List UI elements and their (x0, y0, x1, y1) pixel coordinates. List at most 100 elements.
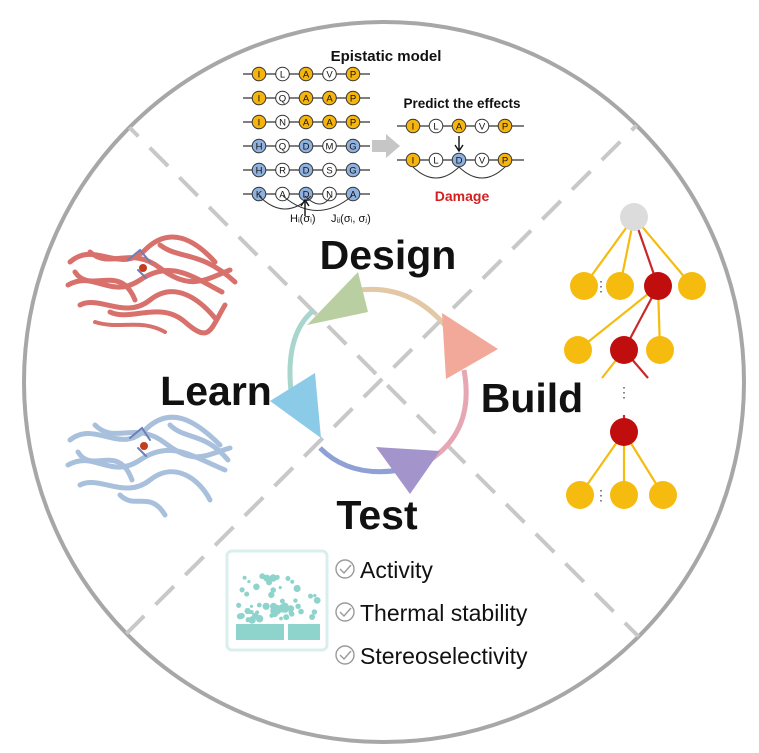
tree-edge (583, 216, 635, 287)
mutation-arrow (454, 136, 464, 153)
check-icon (335, 602, 355, 622)
plate-dot (268, 591, 275, 599)
plate-dot (289, 611, 295, 617)
tree-node (606, 272, 634, 300)
tree-edge (633, 216, 693, 287)
ligand-sticks (129, 426, 151, 457)
residue-circle (275, 138, 290, 154)
residue-circle (251, 90, 267, 106)
residue-circle (251, 138, 267, 154)
ribbon-strand (77, 289, 218, 321)
learn-arrow-head (270, 373, 321, 438)
tree-node (610, 481, 638, 509)
residue-circle (428, 118, 444, 134)
residue-circle (322, 186, 337, 202)
residue-letter: D (303, 142, 310, 153)
residue-circle (251, 114, 267, 130)
residue-circle (298, 66, 314, 82)
residue-letter: P (502, 122, 508, 133)
residue-circle (345, 66, 361, 82)
residue-letter: Q (279, 94, 286, 105)
protein-structure-blue (65, 414, 233, 518)
residue-circle (322, 114, 337, 130)
residue-letter: D (303, 190, 310, 201)
residue-circle (251, 186, 267, 202)
residue-circle (345, 162, 361, 178)
divider-main-diagonal (118, 116, 662, 660)
coupling-arc (304, 195, 332, 205)
residue-circle (497, 152, 513, 168)
plate-dot (293, 598, 298, 603)
check-mark (339, 650, 352, 661)
residue-letter: V (479, 122, 486, 133)
residue-letter: A (350, 190, 357, 201)
plate-dot (239, 587, 245, 593)
residue-letter: V (326, 70, 333, 81)
site-pointer-arrow (300, 198, 310, 216)
plate-readout (236, 573, 321, 624)
residue-circle (322, 162, 337, 178)
stage-test: Test (336, 492, 418, 538)
coupling-label: Jᵢⱼ(σᵢ, σⱼ) (331, 213, 371, 225)
residue-letter: L (433, 156, 438, 167)
plate-dot (309, 614, 316, 620)
dbtl-cycle: Design Build Test Learn (160, 232, 583, 538)
tree-node-selected (610, 336, 638, 364)
plate-dot (281, 602, 289, 611)
plate-dot (266, 579, 273, 586)
plate-dot (315, 599, 320, 604)
residue-letter: P (350, 94, 356, 105)
residue-letter: A (326, 94, 333, 105)
residue-letter: A (456, 122, 463, 133)
residue-letter: I (258, 94, 261, 105)
check-mark (339, 564, 352, 575)
plate-dot (298, 608, 304, 615)
plate-dot (270, 587, 277, 593)
residue-circle (405, 118, 421, 134)
residue-letter: A (303, 118, 310, 129)
search-tree: ⋮ ⋮ ⋮ (564, 203, 706, 509)
plate-dot (252, 612, 259, 620)
check-mark (339, 607, 352, 618)
residue-circle (345, 90, 361, 106)
stage-learn: Learn (160, 368, 272, 414)
stage-build: Build (481, 375, 583, 421)
residue-letter: A (326, 118, 333, 129)
residue-circle (275, 66, 290, 82)
field-label: Hᵢ(σᵢ) (290, 213, 316, 225)
plate-dot (290, 579, 295, 584)
plate-dot (247, 580, 251, 584)
residue-circle (451, 118, 467, 134)
residue-letter: I (412, 122, 415, 133)
damage-label: Damage (435, 188, 490, 204)
check-circle (335, 602, 355, 622)
residue-circle (428, 152, 444, 168)
tree-root-node (620, 203, 648, 231)
residue-letter: N (279, 118, 286, 129)
ribbon-strand (72, 269, 138, 303)
property-thermal-stability: Thermal stability (360, 600, 528, 626)
ribbon-strand (167, 422, 231, 463)
plate-dot (279, 616, 283, 621)
residue-circle (322, 90, 337, 106)
protein-structure-red (65, 234, 238, 336)
residue-letter: P (502, 156, 508, 167)
residue-letter: P (350, 70, 356, 81)
quadrant-dividers (108, 110, 662, 660)
ribbon-strand (77, 469, 213, 503)
coupling-arc (282, 195, 353, 211)
residue-circle (275, 90, 290, 106)
residue-letter: I (412, 156, 415, 167)
ribbon-strand (157, 242, 238, 285)
residue-circle (298, 138, 314, 154)
ribbon-strand (67, 414, 223, 448)
plate-dot (242, 575, 247, 580)
residue-letter: G (349, 166, 356, 177)
plate-dot (244, 591, 250, 597)
residue-letter: D (456, 156, 463, 167)
